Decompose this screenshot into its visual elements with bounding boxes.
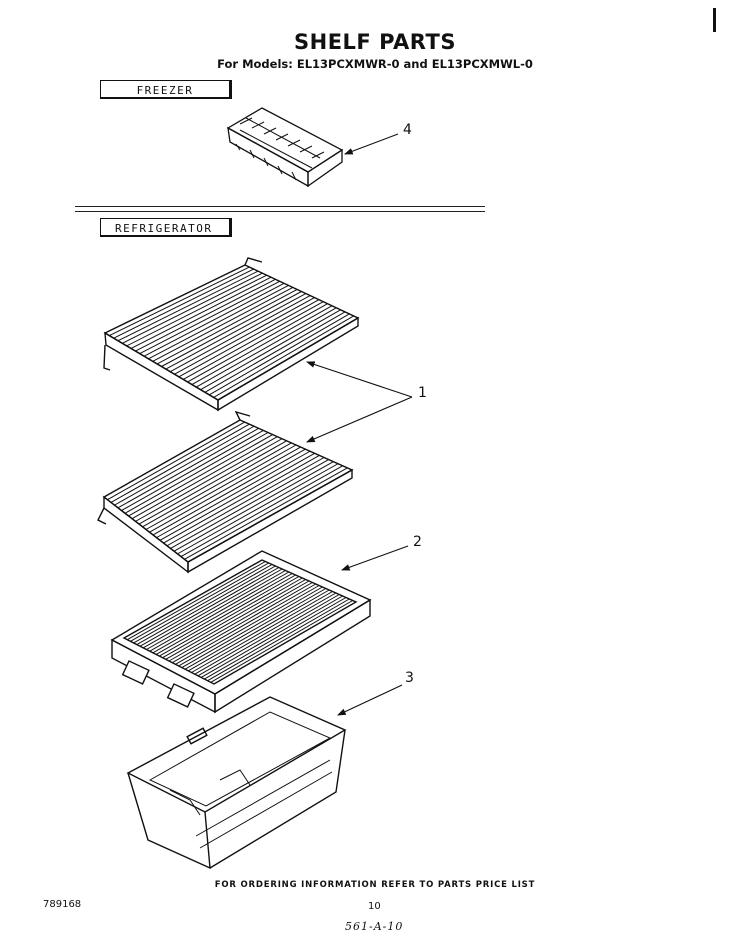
freezer-section-label: FREEZER bbox=[100, 80, 232, 99]
ordering-info-note: FOR ORDERING INFORMATION REFER TO PARTS … bbox=[214, 880, 536, 890]
callout-2-leader bbox=[340, 545, 409, 571]
document-number: 789168 bbox=[43, 899, 82, 910]
callout-number-crisper-cover: 2 bbox=[413, 534, 422, 550]
models-subtitle: For Models: EL13PCXMWR-0 and EL13PCXMWL-… bbox=[217, 57, 533, 71]
wire-shelf-lower-drawing bbox=[97, 410, 354, 574]
page-title: SHELF PARTS bbox=[294, 30, 456, 54]
page-number: 10 bbox=[368, 901, 381, 912]
callout-number-crisper-pan: 3 bbox=[405, 670, 414, 686]
crisper-cover-drawing bbox=[110, 550, 372, 714]
crisper-pan-drawing bbox=[126, 696, 347, 870]
callout-number-ice-tray: 4 bbox=[403, 122, 412, 138]
handwritten-reference: 561-A-10 bbox=[345, 920, 404, 933]
ice-tray-drawing bbox=[226, 107, 344, 188]
callout-1-leader-lower bbox=[305, 396, 413, 443]
refrigerator-section-label: REFRIGERATOR bbox=[100, 218, 232, 237]
section-divider-bottom bbox=[75, 211, 485, 212]
callout-4-leader bbox=[343, 133, 399, 155]
callout-number-wire-shelves: 1 bbox=[418, 385, 427, 401]
callout-1-leader-upper bbox=[305, 361, 413, 398]
wire-shelf-upper-drawing bbox=[103, 257, 360, 412]
callout-3-leader bbox=[337, 684, 403, 716]
scan-edge-mark bbox=[713, 8, 716, 32]
section-divider-top bbox=[75, 206, 485, 207]
